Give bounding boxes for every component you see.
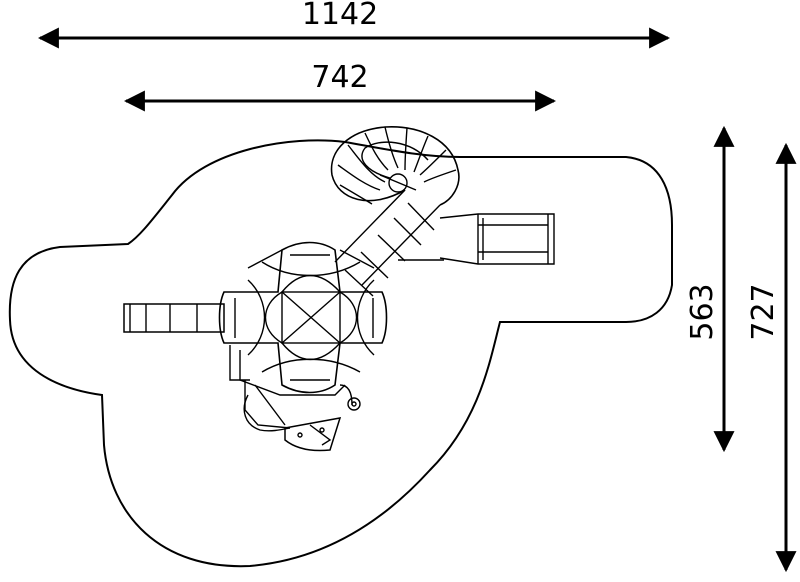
dimension-label-structure-width: 742 <box>311 60 368 95</box>
dimension-overall-depth: 727 <box>746 142 797 573</box>
right-slide <box>439 213 555 265</box>
bottom-deck <box>284 417 342 452</box>
dimension-label-overall-width: 1142 <box>302 0 378 32</box>
left-slide <box>123 303 225 333</box>
dimension-structure-depth: 563 <box>685 125 735 453</box>
central-tower <box>218 241 388 394</box>
dimension-label-structure-depth: 563 <box>685 283 720 340</box>
dimension-overall-width: 1142 <box>37 0 671 49</box>
spiral-tube <box>330 126 460 206</box>
safety-zone-outline <box>8 139 673 568</box>
play-structure <box>123 126 555 452</box>
dimension-label-overall-depth: 727 <box>746 283 781 340</box>
lower-platform <box>239 350 361 432</box>
dimension-structure-width: 742 <box>123 60 557 112</box>
tube-slide <box>334 189 444 297</box>
